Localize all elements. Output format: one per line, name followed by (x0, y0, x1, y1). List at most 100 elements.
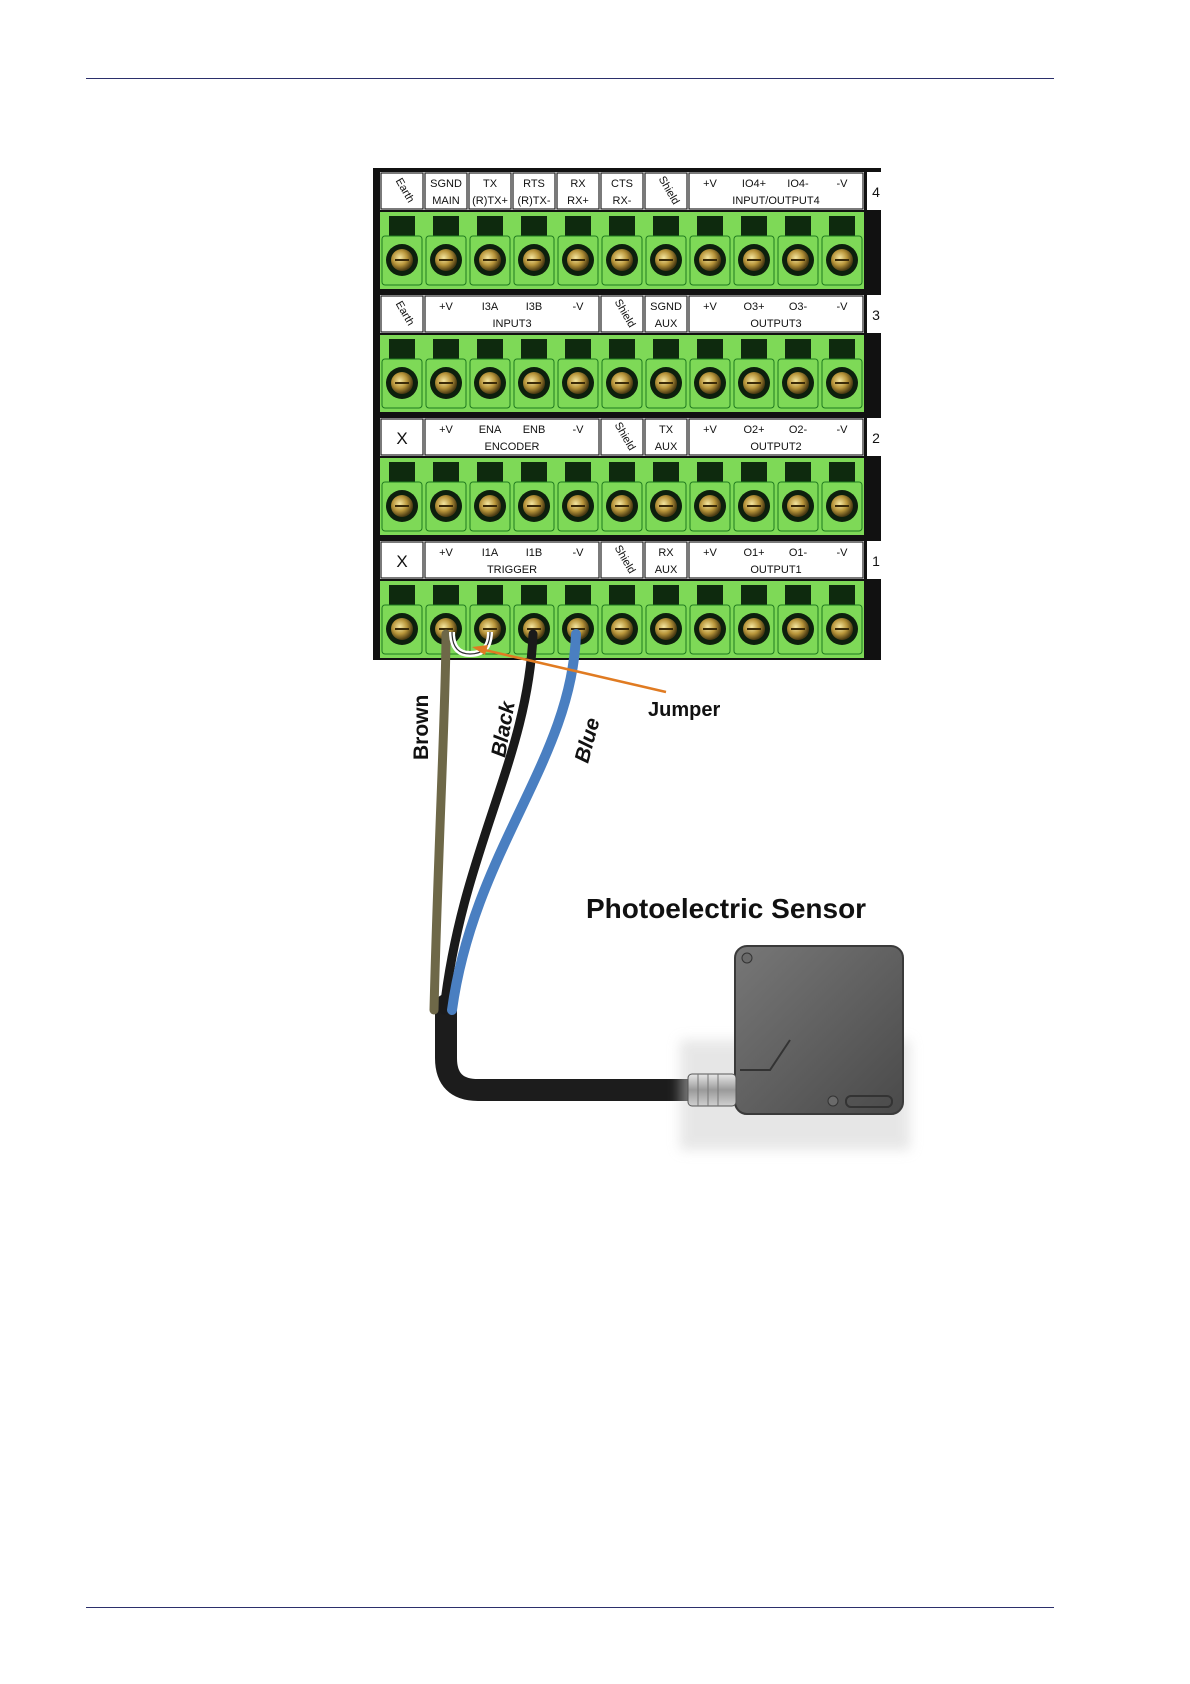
terminal-slot (389, 339, 415, 359)
terminal-slot (697, 462, 723, 482)
terminal-label-top: I3B (526, 301, 543, 313)
terminal-label-top: O3- (789, 301, 808, 313)
terminal-label-top: -V (837, 424, 849, 436)
terminal-label-top: TX (483, 178, 498, 190)
sensor-edge-detail (740, 1039, 791, 1071)
terminal-slot (741, 216, 767, 236)
terminal-slot (741, 339, 767, 359)
terminal-label-box (644, 295, 688, 333)
terminal-label-x: X (396, 552, 407, 571)
terminal-label-bottom: AUX (655, 564, 678, 576)
terminal-label-box (380, 541, 424, 579)
terminal-label-top: +V (703, 301, 717, 313)
terminal-label-top: IO4- (787, 178, 809, 190)
terminal-label-top: O1+ (743, 547, 764, 559)
terminal-slot (829, 585, 855, 605)
row-label-strip (380, 541, 864, 579)
terminal-label-bottom: RX+ (567, 195, 589, 207)
terminal-slot (565, 339, 591, 359)
terminal-label-top: O2+ (743, 424, 764, 436)
terminal-slot (741, 585, 767, 605)
terminal-group-label: OUTPUT1 (750, 564, 801, 576)
terminal-label-top: O1- (789, 547, 808, 559)
terminal-label-box (688, 295, 864, 333)
sensor-label: Photoelectric Sensor (586, 893, 866, 924)
terminal-slot (829, 462, 855, 482)
terminal-label-top: +V (439, 301, 453, 313)
terminal-slot (433, 216, 459, 236)
terminal-group-label: INPUT/OUTPUT4 (732, 195, 819, 207)
terminal-label-box (600, 295, 644, 333)
terminal-slot (565, 585, 591, 605)
terminal-label-top: -V (573, 424, 585, 436)
terminal-label-box (688, 172, 864, 210)
terminal-label-box (644, 541, 688, 579)
photoelectric-sensor (680, 945, 910, 1150)
terminal-label-top: RX (570, 178, 586, 190)
terminal-label-top: -V (837, 547, 849, 559)
terminal-group-label: TRIGGER (487, 564, 537, 576)
terminal-label-box (380, 295, 424, 333)
sensor-lens-slot (845, 1095, 893, 1108)
terminal-label-top: -V (837, 178, 849, 190)
terminal-slot (785, 216, 811, 236)
terminal-label-top: +V (703, 547, 717, 559)
terminal-label-top: +V (439, 424, 453, 436)
black-wire (439, 629, 538, 1015)
terminal-label-top: O2- (789, 424, 808, 436)
terminal-label-bottom: AUX (655, 441, 678, 453)
terminal-label-top: RX (658, 547, 674, 559)
wire-label-brown: Brown (410, 695, 433, 760)
terminal-label-box (424, 295, 600, 333)
terminal-slot (477, 462, 503, 482)
sensor-screw-top (741, 952, 753, 964)
terminal-slot (609, 216, 635, 236)
terminal-label-top: -V (837, 301, 849, 313)
terminal-slot (565, 462, 591, 482)
terminal-label-top: CTS (611, 178, 633, 190)
terminal-slot (785, 462, 811, 482)
terminal-label-box (512, 172, 556, 210)
terminal-slot (785, 339, 811, 359)
terminal-group-label: OUTPUT2 (750, 441, 801, 453)
terminal-label-box (600, 172, 644, 210)
terminal-slot (653, 462, 679, 482)
row-number-box (867, 418, 885, 456)
terminal-label-top: -V (573, 547, 585, 559)
terminal-label-top: SGND (430, 178, 462, 190)
blue-wire (447, 629, 581, 1015)
terminal-label-top: RTS (523, 178, 545, 190)
sensor-cable (435, 994, 701, 1101)
wires (429, 629, 701, 1101)
terminal-label-bottom: (R)TX- (518, 195, 551, 207)
terminal-slot (389, 462, 415, 482)
terminal-slot (477, 585, 503, 605)
terminal-label-box (380, 418, 424, 456)
row-number: 4 (872, 184, 880, 200)
wire-label-blue: Blue (571, 715, 605, 765)
terminal-label-box (600, 418, 644, 456)
terminal-label-top: ENA (479, 424, 502, 436)
terminal-slot (521, 585, 547, 605)
jumper-arrow (475, 646, 667, 694)
terminal-slot (433, 462, 459, 482)
jumper-arrowhead (472, 645, 488, 655)
terminal-slot (433, 585, 459, 605)
row-number: 2 (872, 430, 880, 446)
terminal-slot (653, 216, 679, 236)
terminal-label-box (644, 418, 688, 456)
jumper-wire-outline (451, 631, 491, 655)
terminal-label-top: IO4+ (742, 178, 766, 190)
terminal-label-box (600, 541, 644, 579)
row-number-box (867, 541, 885, 579)
terminal-label-top: +V (703, 178, 717, 190)
terminal-label-box (424, 172, 468, 210)
terminal-label-top: -V (573, 301, 585, 313)
terminal-slot (521, 462, 547, 482)
terminal-slot (433, 339, 459, 359)
terminal-slot (389, 216, 415, 236)
terminal-label-top: +V (439, 547, 453, 559)
terminal-slot (609, 585, 635, 605)
terminal-label-top: TX (659, 424, 674, 436)
terminal-slot (565, 216, 591, 236)
